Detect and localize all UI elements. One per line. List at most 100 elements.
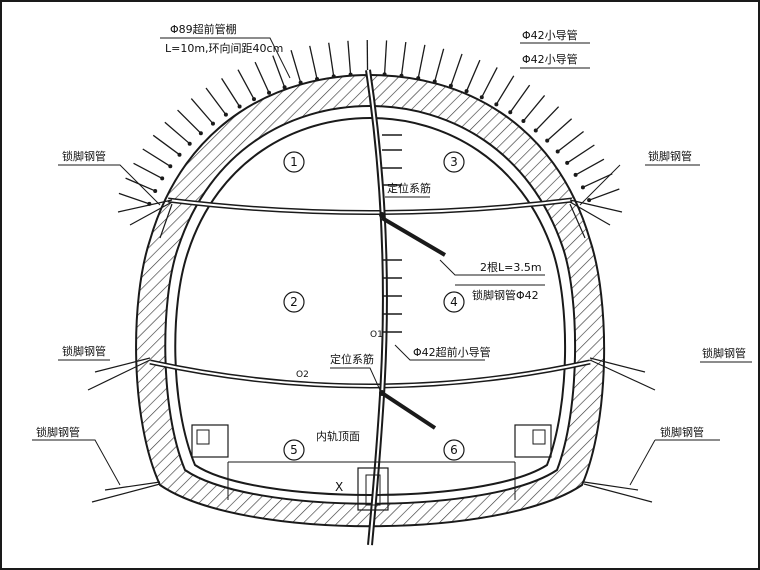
positioning-label-lower: 定位系筋 xyxy=(330,352,374,366)
lock-label-right-upper: 锁脚钢管 xyxy=(648,149,692,163)
x-mark-label: X xyxy=(335,480,343,494)
pipe-anchor xyxy=(153,188,158,193)
advance-pipe xyxy=(164,121,191,145)
section-4: 4 xyxy=(450,295,458,309)
advance-pipe xyxy=(582,173,613,188)
section-1: 1 xyxy=(290,155,298,169)
rail-base-right-detail xyxy=(532,429,546,445)
advance-pipe xyxy=(290,49,302,83)
pipe-anchor xyxy=(210,121,215,126)
advance-pipe xyxy=(481,67,498,98)
advance-pipe xyxy=(254,61,270,94)
lock-label-left-upper: 锁脚钢管 xyxy=(62,149,106,163)
pipe-anchor xyxy=(237,104,242,109)
pipe-anchor xyxy=(565,160,570,165)
pipe-anchor xyxy=(545,138,550,143)
pipe-anchor xyxy=(223,112,228,117)
upper-lock-bar xyxy=(380,216,447,257)
pipe-anchor xyxy=(580,185,585,190)
advance-pipe-label: Φ42超前小导管 xyxy=(413,345,491,359)
pipe-anchor xyxy=(187,141,192,146)
section-3: 3 xyxy=(450,155,458,169)
lower-temporary-support-inner xyxy=(149,361,591,387)
upper-node xyxy=(379,212,385,218)
advance-pipe xyxy=(450,53,463,87)
lower-lock-bar xyxy=(380,391,437,430)
section-6: 6 xyxy=(450,443,458,457)
lock-label-right-mid: 锁脚钢管 xyxy=(702,346,746,360)
advance-pipe xyxy=(347,40,352,75)
advance-pipe xyxy=(133,162,163,179)
section-2: 2 xyxy=(290,295,298,309)
rail-base-right xyxy=(514,424,552,458)
lock-pipes-left-mid xyxy=(87,357,151,391)
pipe-shed-label: Φ89超前管棚 xyxy=(170,22,237,36)
inner-lining xyxy=(174,116,567,496)
lock-pipes-right-mid xyxy=(589,357,656,391)
advance-pipe xyxy=(221,78,241,107)
advance-pipe xyxy=(237,69,255,100)
lock-label-right-low: 锁脚钢管 xyxy=(660,425,704,439)
positioning-label-upper: 定位系筋 xyxy=(387,181,431,195)
pipe-anchor xyxy=(573,172,578,177)
lock-pipe-spec-label: 锁脚钢管Φ42 xyxy=(472,288,539,302)
small-pipe-label-1: Φ42小导管 xyxy=(522,28,578,42)
lock-pipes-right-upper xyxy=(569,199,623,239)
advance-pipe xyxy=(588,188,620,201)
advance-pipe xyxy=(546,118,573,142)
rail-base-left xyxy=(191,424,229,458)
pipe-anchor xyxy=(555,149,560,154)
advance-pipe xyxy=(417,44,426,79)
central-drain xyxy=(357,467,389,511)
pipe-shed-spec: L=10m,环向间距40cm xyxy=(165,41,283,55)
advance-pipe xyxy=(152,134,180,156)
pipe-anchor xyxy=(464,89,469,94)
pipe-anchor xyxy=(267,90,272,95)
central-drain-detail xyxy=(365,474,381,506)
middle-wall-support-inner xyxy=(367,69,386,546)
pipe-anchor xyxy=(587,198,592,203)
advance-pipe xyxy=(566,144,595,164)
leader-lines xyxy=(32,37,752,486)
pipe-anchor xyxy=(494,102,499,107)
pipe-anchor xyxy=(177,152,182,157)
advance-pipe xyxy=(535,106,560,131)
advance-pipe-shed xyxy=(118,40,620,206)
lower-node xyxy=(379,390,385,396)
lock-label-left-low: 锁脚钢管 xyxy=(36,425,80,439)
pipe-anchor xyxy=(252,97,256,102)
section-5: 5 xyxy=(290,443,298,457)
outer-lining xyxy=(135,73,606,528)
advance-pipe xyxy=(400,41,407,76)
advance-pipe xyxy=(557,130,584,153)
pipe-anchor xyxy=(521,118,526,123)
advance-pipe xyxy=(495,75,515,105)
pipe-anchor xyxy=(479,95,484,100)
pipe-anchor xyxy=(198,131,203,136)
section-markers xyxy=(283,151,465,461)
rail-base-left-detail xyxy=(196,429,210,445)
advance-pipe xyxy=(142,148,171,167)
advance-pipe xyxy=(118,192,150,205)
advance-pipe xyxy=(190,98,214,125)
advance-pipe xyxy=(522,95,546,122)
advance-pipe xyxy=(309,45,318,80)
lock-pipes-left-low xyxy=(91,481,161,503)
lock-pipes-left-upper xyxy=(117,199,173,239)
advance-pipe xyxy=(177,109,202,134)
advance-pipe xyxy=(205,87,227,116)
advance-pipe xyxy=(383,40,388,75)
o2-label: O2 xyxy=(296,370,309,380)
root-spec-label: 2根L=3.5m xyxy=(480,260,542,274)
pipe-anchor xyxy=(168,164,173,169)
o1-label: O1 xyxy=(370,330,383,340)
advance-pipe xyxy=(465,59,481,92)
advance-pipe xyxy=(328,42,335,77)
upper-temporary-support-inner xyxy=(167,199,573,214)
small-pipe-label-2: Φ42小导管 xyxy=(522,52,578,66)
pipe-anchor xyxy=(160,176,165,181)
advance-pipe xyxy=(509,84,531,113)
advance-pipe xyxy=(575,158,605,176)
